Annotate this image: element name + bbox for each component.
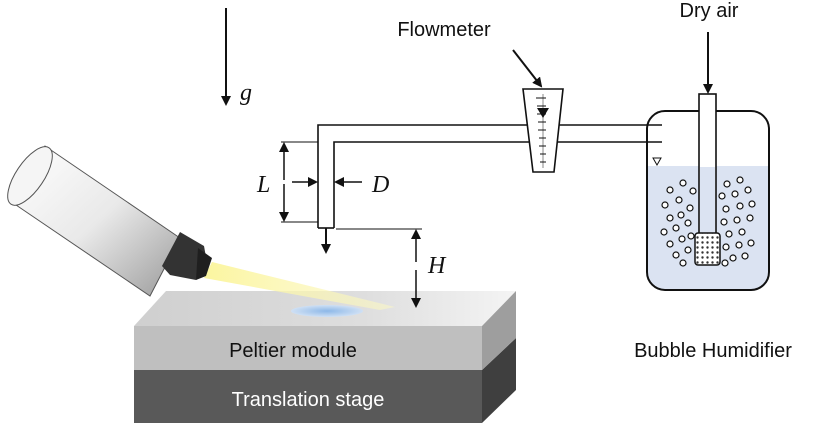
flowmeter: Flowmeter	[397, 19, 564, 173]
air-bubbles	[660, 176, 756, 267]
bubble-humidifier: Dry air Bubble Humidifier	[634, 0, 792, 362]
lamp-nozzle	[162, 232, 208, 280]
peltier-module: Peltier module	[134, 291, 516, 370]
peltier-label: Peltier module	[229, 340, 357, 362]
diameter-label: D	[371, 172, 389, 198]
flowmeter-pointer-arrow	[512, 49, 543, 88]
lamp-tip	[196, 248, 212, 280]
length-dimension	[279, 141, 318, 223]
light-source	[7, 145, 212, 297]
tube-outer-wall	[317, 124, 662, 228]
height-dimension	[336, 228, 422, 308]
peltier-front	[134, 326, 482, 370]
lamp-back	[7, 146, 53, 206]
light-beam	[204, 262, 395, 310]
droplet	[291, 305, 363, 317]
humidifier-label: Bubble Humidifier	[634, 340, 792, 362]
peltier-side	[482, 291, 516, 370]
stage-side	[482, 338, 516, 423]
water-level-marker	[652, 157, 662, 167]
stage-front	[134, 370, 482, 423]
dry-air-label: Dry air	[680, 0, 739, 22]
flowmeter-float	[537, 108, 549, 118]
air-tubing	[317, 124, 662, 229]
stage-label: Translation stage	[232, 389, 385, 411]
translation-stage: Translation stage	[134, 338, 516, 423]
inlet-tube-submerged	[700, 167, 715, 233]
height-label: H	[427, 253, 447, 279]
length-label: L	[256, 172, 270, 198]
gravity-label: g	[240, 80, 252, 106]
flowmeter-label: Flowmeter	[397, 19, 491, 41]
bubble-diffuser	[694, 232, 721, 266]
gravity-indicator: g	[221, 8, 252, 106]
